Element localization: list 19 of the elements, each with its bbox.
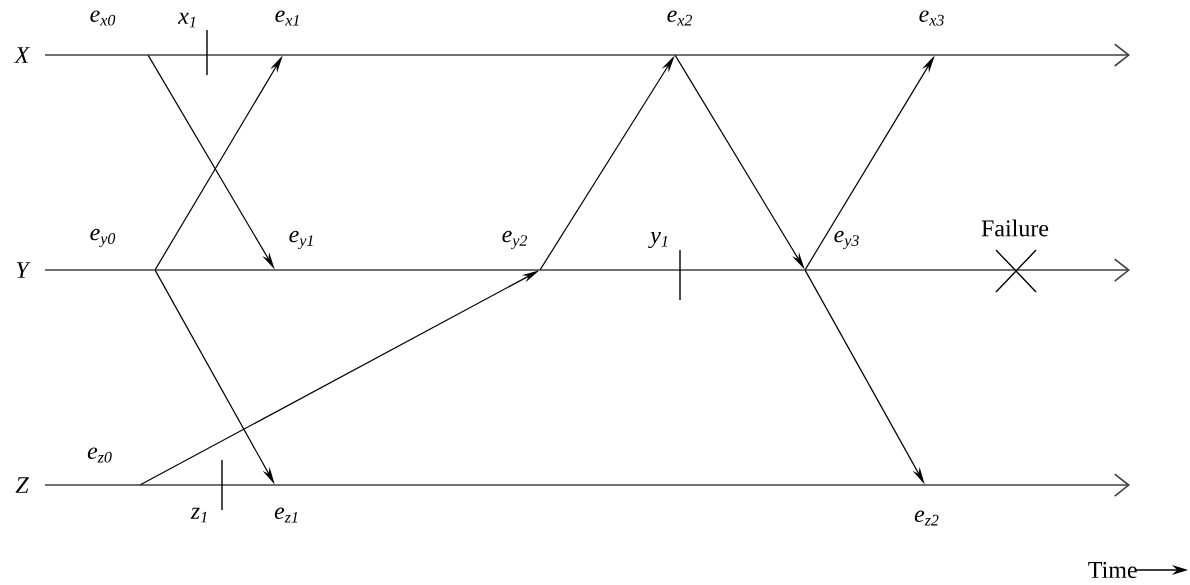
process-label: Z [15, 477, 29, 493]
event-label: e$_{y3}$ [834, 230, 859, 250]
event-label: e$_{x1}$ [275, 10, 299, 26]
event-label: e$_{x0}$ [90, 10, 116, 26]
event-label: e$_{z2}$ [914, 510, 939, 526]
process-label: x$_{1}$ [177, 12, 196, 28]
event-label: e$_{y1}$ [289, 230, 313, 250]
event-label: e$_{z1}$ [274, 507, 298, 523]
event-label: e$_{x3}$ [919, 10, 944, 26]
process-label: X [13, 47, 31, 63]
process-label: Time [1088, 561, 1137, 579]
event-label: e$_{z0}$ [87, 447, 112, 463]
process-label: Failure [981, 219, 1049, 237]
event-label: e$_{x2}$ [667, 10, 693, 26]
event-label: e$_{y2}$ [502, 230, 528, 250]
process-label: y$_{1}$ [648, 231, 668, 249]
event-label: e$_{y0}$ [90, 228, 116, 248]
process-label: z$_{1}$ [190, 507, 207, 523]
process-label: Y [16, 262, 31, 278]
